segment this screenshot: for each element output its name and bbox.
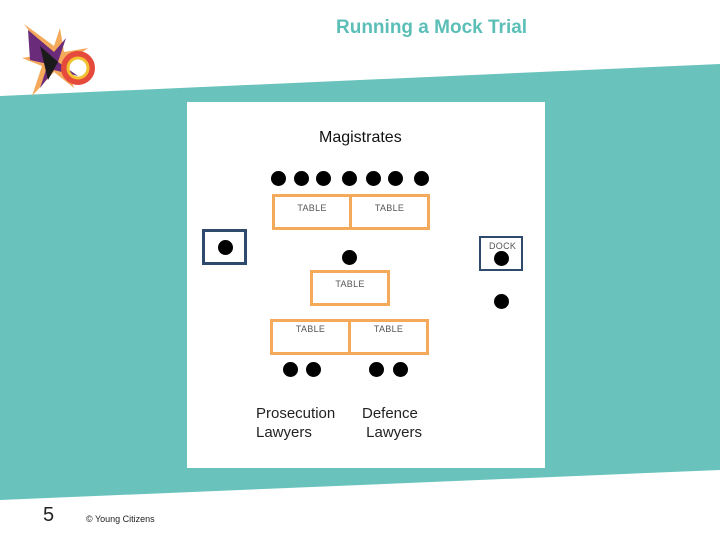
clerk-seat <box>342 250 357 265</box>
defence-lawyer-seat <box>369 362 384 377</box>
magistrate-seat <box>271 171 286 186</box>
usher-seat <box>494 294 509 309</box>
defendant-seat <box>494 251 509 266</box>
young-citizens-logo <box>22 24 95 96</box>
magistrates-table-left: TABLE <box>272 194 352 230</box>
prosecution-lawyers-label: Prosecution Lawyers <box>256 405 336 441</box>
page-title: Running a Mock Trial <box>336 17 528 38</box>
table-label: TABLE <box>374 203 405 213</box>
table-label: TABLE <box>295 324 326 334</box>
magistrate-seat <box>414 171 429 186</box>
magistrate-seat <box>294 171 309 186</box>
defence-lawyer-seat <box>393 362 408 377</box>
magistrate-seat <box>366 171 381 186</box>
table-label: TABLE <box>373 324 404 334</box>
page-number: 5 <box>43 504 55 526</box>
magistrate-seat <box>342 171 357 186</box>
dock-label: DOCK <box>489 241 517 251</box>
magistrate-seat <box>316 171 331 186</box>
witness-box <box>202 229 247 265</box>
clerk-table: TABLE <box>310 270 390 306</box>
defence-table: TABLE <box>348 319 429 355</box>
copyright-text: © Young Citizens <box>86 514 155 524</box>
prosecution-table: TABLE <box>270 319 351 355</box>
magistrates-table-right: TABLE <box>349 194 430 230</box>
witness-seat <box>218 240 233 255</box>
defence-lawyers-label: Defence Lawyers <box>362 405 423 441</box>
prosecution-lawyer-seat <box>283 362 298 377</box>
prosecution-lawyer-seat <box>306 362 321 377</box>
magistrates-label: Magistrates <box>319 129 402 146</box>
magistrate-seat <box>388 171 403 186</box>
table-label: TABLE <box>297 203 327 213</box>
table-label: TABLE <box>335 279 365 289</box>
